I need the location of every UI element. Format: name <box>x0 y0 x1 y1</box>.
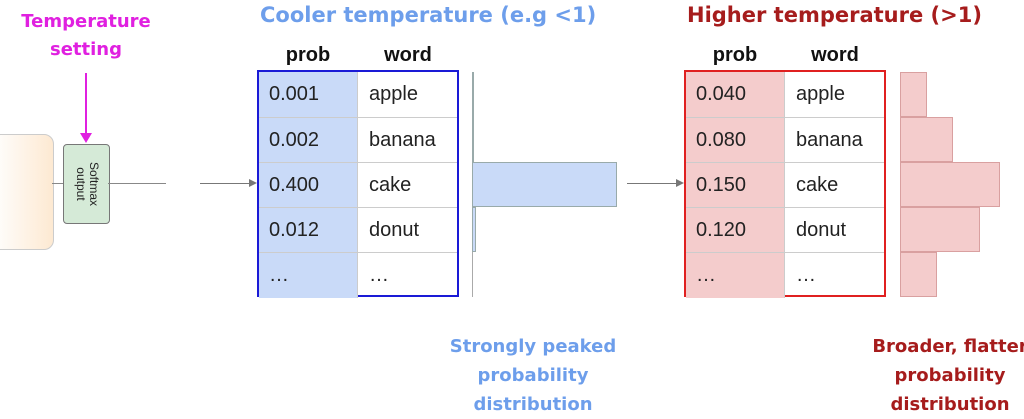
cool-title: Cooler temperature (e.g <1) <box>260 3 597 27</box>
temperature-label-line2: setting <box>50 39 122 60</box>
temperature-arrowhead <box>80 133 92 143</box>
hot-caption-2: probability <box>894 365 1006 386</box>
prob-cell: 0.150 <box>686 163 785 208</box>
hot-probability-table: 0.040 apple 0.080 banana 0.150 cake 0.120 donut… <box>684 70 886 298</box>
word-cell: apple <box>796 83 845 105</box>
cool-prob-header: prob <box>285 44 331 66</box>
table-row: 0.080 banana <box>686 117 884 163</box>
histogram-bar <box>900 117 954 162</box>
table-row: 0.120 donut <box>686 207 884 253</box>
prob-cell: … <box>686 253 785 298</box>
hot-title: Higher temperature (>1) <box>687 3 982 27</box>
table-row: 0.400 cake <box>259 162 457 208</box>
word-cell: donut <box>796 219 847 241</box>
prob-cell: 0.002 <box>259 118 358 163</box>
word-cell: apple <box>369 83 418 105</box>
cool-caption-3: distribution <box>473 394 593 415</box>
hot-prob-header: prob <box>712 44 758 66</box>
prob-cell: 0.400 <box>259 163 358 208</box>
prob-cell: 0.001 <box>259 72 358 117</box>
hot-caption: Broader, flatter probability distributio… <box>850 332 1024 419</box>
word-cell: banana <box>796 129 863 151</box>
table-row: 0.040 apple <box>686 72 884 117</box>
model-block <box>0 134 54 250</box>
histogram-bar <box>472 72 474 117</box>
table-row: …… <box>259 252 457 298</box>
arrow-to-hot-table <box>627 183 677 184</box>
table-row: …… <box>686 252 884 298</box>
arrowhead <box>249 179 257 187</box>
table-row: 0.150 cake <box>686 162 884 208</box>
histogram-bar <box>472 162 617 207</box>
softmax-label-2: output <box>73 167 88 201</box>
cool-word-header: word <box>384 44 432 66</box>
connector-line <box>52 183 64 184</box>
table-row: 0.002 banana <box>259 117 457 163</box>
prob-cell: 0.080 <box>686 118 785 163</box>
hot-caption-3: distribution <box>890 394 1010 415</box>
histogram-bar <box>900 207 981 252</box>
prob-cell: 0.120 <box>686 208 785 253</box>
histogram-bar <box>900 162 1001 207</box>
table-row: 0.012 donut <box>259 207 457 253</box>
cool-probability-table: 0.001 apple 0.002 banana 0.400 cake 0.012 donut… <box>257 70 459 298</box>
word-cell: … <box>796 264 816 286</box>
histogram-bar <box>900 72 927 117</box>
output-line <box>108 183 166 184</box>
temperature-arrow <box>85 73 87 135</box>
cool-caption-1: Strongly peaked <box>449 336 617 357</box>
temperature-label: Temperature setting <box>20 8 152 64</box>
table-row: 0.001 apple <box>259 72 457 117</box>
word-cell: donut <box>369 219 420 241</box>
word-cell: cake <box>369 174 412 196</box>
prob-cell: 0.012 <box>259 208 358 253</box>
prob-cell: … <box>259 253 358 298</box>
arrowhead <box>676 179 684 187</box>
word-cell: … <box>369 264 389 286</box>
softmax-label-1: Softmax <box>86 161 101 207</box>
prob-cell: 0.040 <box>686 72 785 117</box>
word-cell: banana <box>369 129 436 151</box>
softmax-box: Softmax output <box>63 144 110 224</box>
histogram-bar <box>472 207 477 252</box>
cool-caption-2: probability <box>477 365 589 386</box>
hot-caption-1: Broader, flatter <box>872 336 1024 357</box>
temperature-label-line1: Temperature <box>21 11 151 32</box>
cool-caption: Strongly peaked probability distribution <box>433 332 633 419</box>
word-cell: cake <box>796 174 839 196</box>
histogram-bar <box>900 252 937 297</box>
arrow-to-cool-table <box>200 183 250 184</box>
hot-word-header: word <box>811 44 859 66</box>
histogram-bar <box>472 117 474 162</box>
